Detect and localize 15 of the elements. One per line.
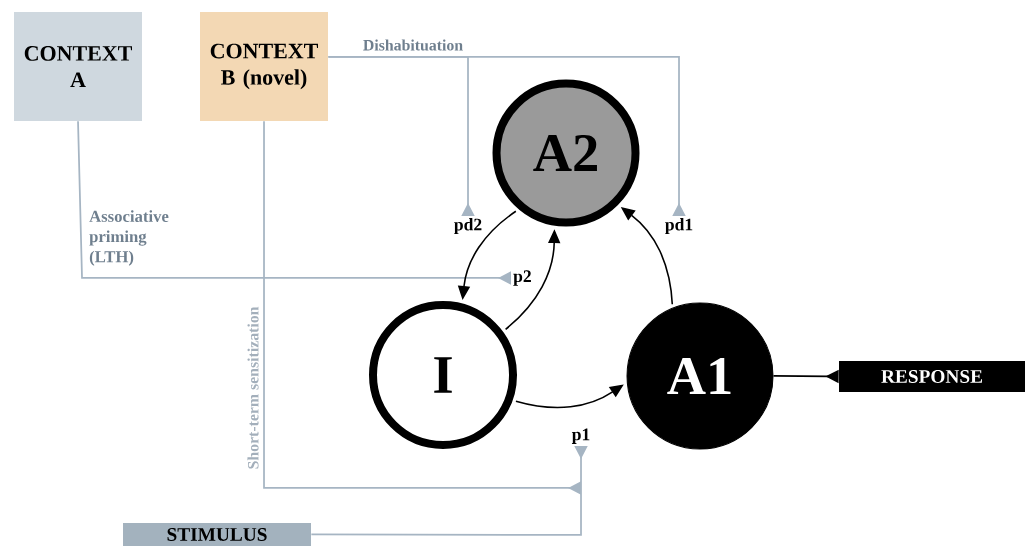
arrow: [263, 120, 581, 495]
synapse-label: p2: [513, 270, 531, 286]
edge-label: Short-term sensitization: [247, 306, 259, 469]
label-box: CONTEXT B (novel): [200, 12, 328, 121]
arrow: [77, 120, 511, 285]
edge-label: Dishabituation: [363, 39, 463, 51]
edge-label: Associative priming (LTH): [89, 210, 169, 266]
arrow: [310, 446, 588, 536]
synapse-label: pd1: [665, 218, 693, 235]
synapse-label: pd2: [454, 218, 482, 235]
label-box: RESPONSE: [839, 361, 1025, 392]
label-box: CONTEXT A: [14, 12, 142, 121]
arrow: [327, 56, 686, 216]
label-box: STIMULUS: [123, 523, 311, 546]
synapse-label: p1: [571, 428, 590, 444]
